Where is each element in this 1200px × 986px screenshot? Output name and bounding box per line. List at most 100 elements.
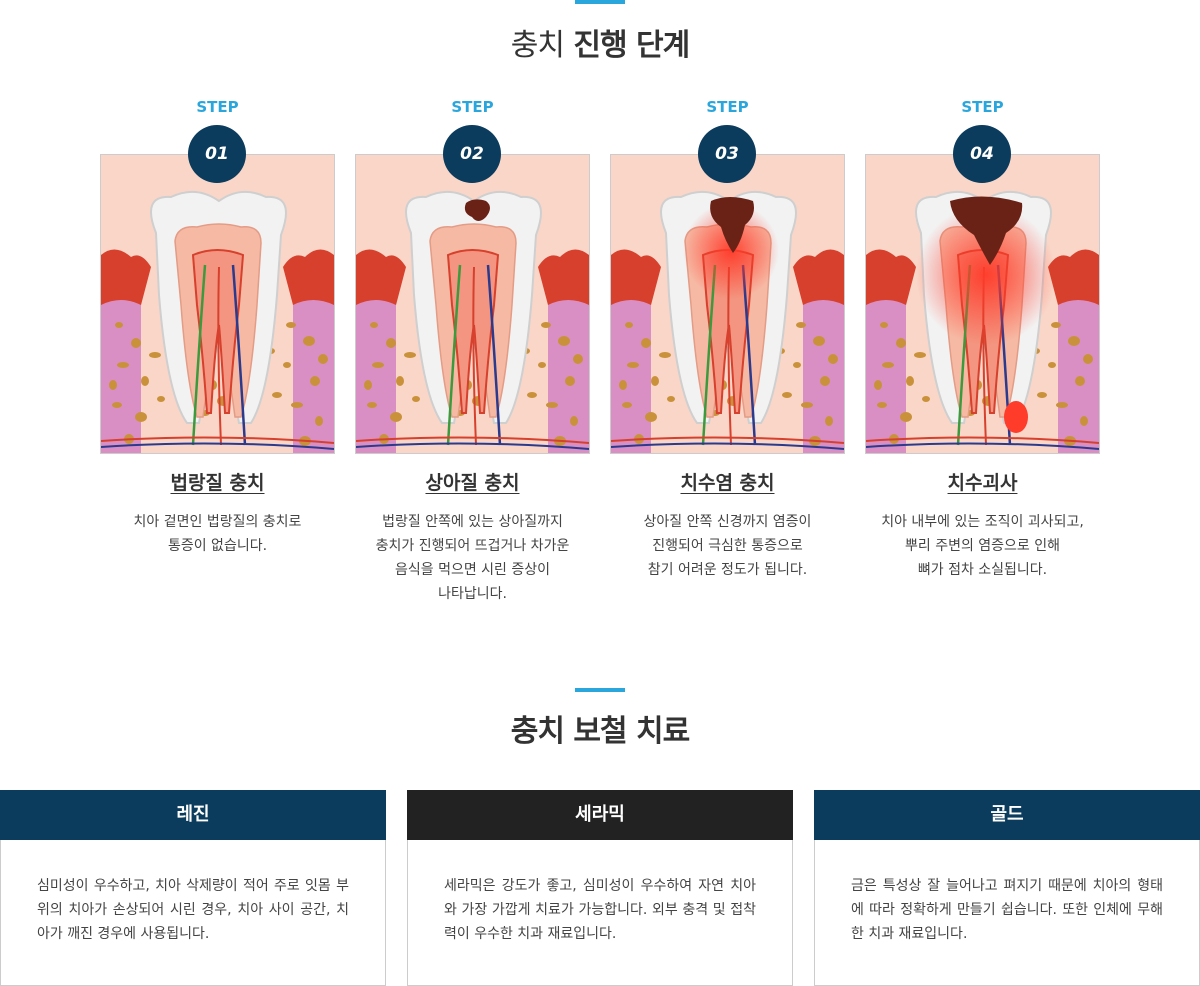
step-number-badge: 02 (443, 125, 501, 183)
bone-spot (625, 322, 633, 328)
treatment-description: 심미성이 우수하고, 치아 삭제량이 적어 주로 잇몸 부위의 치아가 손상되어… (0, 840, 386, 986)
gum-left (101, 249, 151, 305)
bone-spot (880, 322, 888, 328)
gum-tissue-right (548, 258, 589, 453)
bone-spot (1051, 322, 1061, 328)
bone-spot (367, 402, 377, 408)
gum-right (283, 249, 334, 305)
treatment-card-resin: 레진 심미성이 우수하고, 치아 삭제량이 적어 주로 잇몸 부위의 치아가 손… (0, 790, 386, 986)
bone-spot (286, 322, 296, 328)
bone-spot (914, 352, 926, 358)
vessel-red (356, 436, 589, 444)
nerve-blue (231, 264, 247, 446)
bone-spot (1075, 376, 1085, 386)
bone-spot (315, 416, 323, 426)
gum-tissue-right (803, 258, 844, 453)
bone-spot (141, 376, 149, 386)
vessel-blue (356, 442, 589, 450)
bone-spot (112, 402, 122, 408)
treatment-header: 레진 (0, 790, 386, 840)
vessel-blue (101, 442, 334, 450)
bone-spot (538, 362, 546, 368)
section-accent-bar-top (575, 0, 625, 4)
bone-spot (627, 362, 639, 368)
bone-spot (412, 396, 420, 402)
bone-spot (667, 396, 675, 402)
bone-spot (1068, 336, 1080, 346)
bone-spot (291, 402, 303, 408)
vessel-blue (866, 442, 1099, 450)
gum-tissue-right (1058, 258, 1099, 453)
gum-tissue-left (356, 258, 396, 453)
bone-spot (877, 402, 887, 408)
gum-tissue-left (611, 258, 651, 453)
bone-spot (906, 376, 914, 386)
bone-spot (922, 396, 930, 402)
bone-spot (570, 416, 578, 426)
section-title-bold: 진행 단계 (573, 28, 690, 63)
gum-left (866, 249, 916, 305)
bone-spot (396, 376, 404, 386)
bone-spot (157, 396, 165, 402)
gum-left (356, 249, 406, 305)
bone-spot (370, 322, 378, 328)
tooth-illustration-frame (865, 154, 1100, 454)
bone-spot (641, 338, 651, 348)
bone-spot (404, 352, 416, 358)
bone-spot (117, 362, 129, 368)
bone-spot (645, 412, 657, 422)
inflammation-glow (683, 203, 779, 299)
bone-spot (386, 338, 396, 348)
bone-spot (390, 412, 402, 422)
bone-spot (310, 376, 320, 386)
treatment-card-gold: 골드 금은 특성상 잘 늘어나고 펴지기 때문에 치아의 형태에 따라 정확하게… (814, 790, 1200, 986)
bone-spot (882, 362, 894, 368)
tooth-illustration-pulpitis (611, 155, 844, 453)
step-name: 상아질 충치 (425, 472, 520, 494)
bone-spot (109, 380, 117, 390)
bone-spot (1083, 354, 1093, 364)
step-name: 치수염 충치 (680, 472, 775, 494)
treatment-card-ceramic: 세라믹 세라믹은 강도가 좋고, 심미성이 우수하여 자연 치아와 가장 가깝게… (407, 790, 793, 986)
bone-spot (565, 376, 575, 386)
inflammation-glow (916, 205, 1056, 345)
section-title-treatment: 충치 보철 치료 (510, 714, 691, 749)
bone-spot (659, 352, 671, 358)
bone-spot (135, 412, 147, 422)
bone-spot (364, 380, 372, 390)
bone-spot (558, 336, 570, 346)
step-label: STEP (706, 98, 749, 116)
bone-spot (619, 380, 627, 390)
step-name: 법랑질 충치 (170, 472, 265, 494)
bone-spot (1080, 416, 1088, 426)
nerve-red (217, 266, 222, 446)
step-number-badge: 03 (698, 125, 756, 183)
tooth-illustration-dentin-caries (356, 155, 589, 453)
vessel-red (611, 436, 844, 444)
tooth-illustration-pulp-necrosis (866, 155, 1099, 453)
bone-spot (796, 322, 806, 328)
bone-spot (149, 352, 161, 358)
bone-spot (622, 402, 632, 408)
bone-spot (1056, 402, 1068, 408)
step-label: STEP (961, 98, 1004, 116)
bone-spot (782, 392, 792, 398)
bone-spot (272, 392, 282, 398)
bone-spot (828, 354, 838, 364)
tooth-illustration-enamel-caries (101, 155, 334, 453)
gum-right (1048, 249, 1099, 305)
bone-spot (651, 376, 659, 386)
bone-spot (900, 412, 912, 422)
step-number-badge: 04 (953, 125, 1011, 183)
bone-spot (1037, 392, 1047, 398)
treatment-header: 골드 (814, 790, 1200, 840)
tooth-illustration-frame (355, 154, 590, 454)
vessel-blue (611, 442, 844, 450)
decay-cavity (464, 199, 490, 221)
